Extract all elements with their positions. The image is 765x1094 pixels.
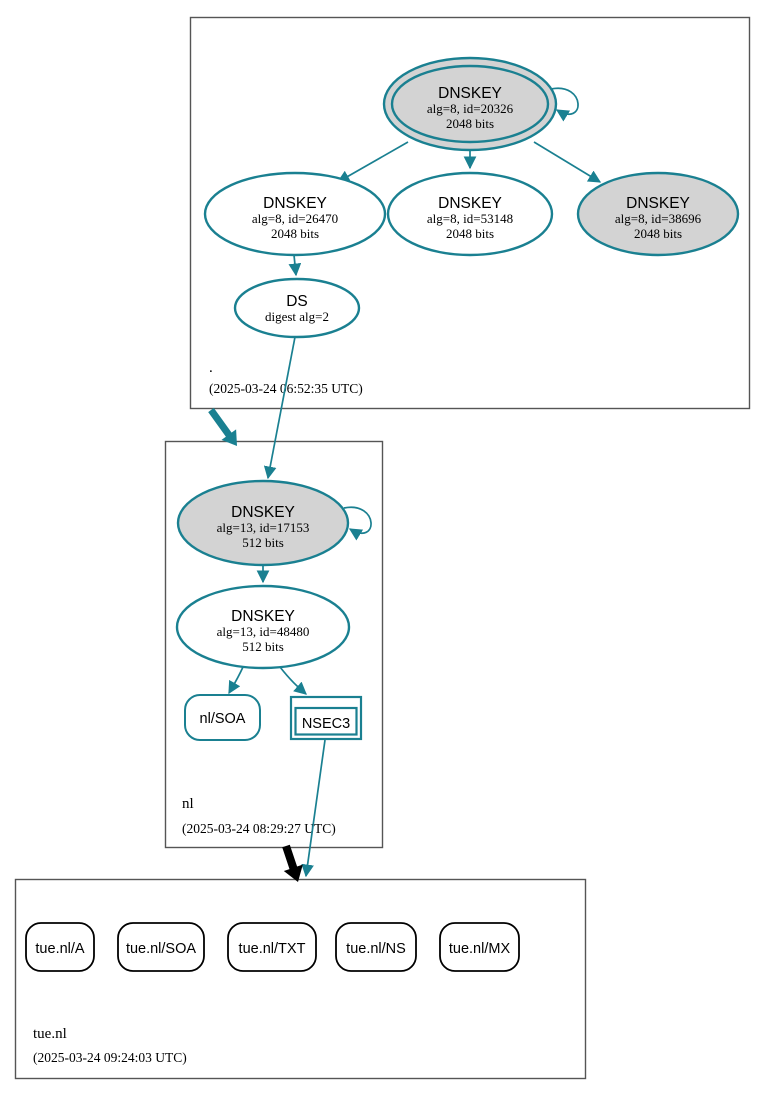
node-rrset-tue-nl-mx[interactable]: tue.nl/MX (439, 922, 520, 972)
svg-text:DNSKEY: DNSKEY (438, 85, 502, 102)
svg-text:2048 bits: 2048 bits (634, 226, 682, 241)
edge-nsec3-to-tue-zone (301, 739, 326, 878)
node-root-ksk-38696[interactable]: DNSKEY alg=8, id=38696 2048 bits (576, 171, 740, 257)
svg-text:DNSKEY: DNSKEY (626, 195, 690, 212)
zone-box-root (189, 16, 751, 410)
svg-text:DNSKEY: DNSKEY (438, 195, 502, 212)
svg-text:DS: DS (286, 293, 308, 310)
node-root-zsk-26470[interactable]: DNSKEY alg=8, id=26470 2048 bits (203, 171, 387, 257)
edge-nlzsk-to-nsec3 (279, 666, 307, 695)
svg-text:2048 bits: 2048 bits (446, 226, 494, 241)
node-rrset-tue-nl-txt[interactable]: tue.nl/TXT (227, 922, 317, 972)
node-rrset-tue-nl-soa[interactable]: tue.nl/SOA (117, 922, 205, 972)
svg-text:alg=8, id=53148: alg=8, id=53148 (427, 211, 513, 226)
zone-timestamp-tue-nl: (2025-03-24 09:24:03 UTC) (33, 1050, 187, 1065)
zone-timestamp-nl: (2025-03-24 08:29:27 UTC) (182, 821, 336, 836)
svg-text:DNSKEY: DNSKEY (231, 504, 295, 521)
svg-text:alg=8, id=26470: alg=8, id=26470 (252, 211, 338, 226)
svg-text:alg=8, id=38696: alg=8, id=38696 (615, 211, 702, 226)
edge-zsk26470-to-ds (288, 254, 302, 277)
edge-ds-to-nlksk (263, 336, 296, 480)
svg-text:alg=8, id=20326: alg=8, id=20326 (427, 101, 514, 116)
svg-text:alg=13, id=17153: alg=13, id=17153 (217, 520, 310, 535)
edge-rootksk-to-ksk38696 (533, 141, 602, 183)
node-rrset-tue-nl-ns[interactable]: tue.nl/NS (335, 922, 417, 972)
node-nl-soa[interactable]: nl/SOA (184, 694, 261, 741)
zone-name-root: . (209, 360, 213, 376)
svg-text:nl/SOA: nl/SOA (200, 711, 246, 727)
svg-text:tue.nl/NS: tue.nl/NS (346, 941, 406, 957)
self-loop-nl-ksk (343, 506, 372, 541)
zone-name-nl: nl (182, 796, 194, 812)
node-root-ds[interactable]: DS digest alg=2 (233, 277, 361, 339)
svg-text:2048 bits: 2048 bits (271, 226, 319, 241)
node-rrset-tue-nl-a[interactable]: tue.nl/A (25, 922, 95, 972)
edge-nlzsk-to-soa (228, 666, 244, 695)
zone-box-tue-nl (14, 878, 587, 1080)
svg-text:tue.nl/A: tue.nl/A (35, 941, 84, 957)
edge-rootksk-to-zsk26470 (336, 141, 409, 183)
delegation-arrow-root-to-nl (208, 407, 237, 446)
svg-text:tue.nl/TXT: tue.nl/TXT (239, 941, 306, 957)
svg-text:alg=13, id=48480: alg=13, id=48480 (217, 624, 310, 639)
svg-text:tue.nl/MX: tue.nl/MX (449, 941, 511, 957)
node-root-zsk-53148[interactable]: DNSKEY alg=8, id=53148 2048 bits (386, 171, 554, 257)
node-nl-ksk-17153[interactable]: DNSKEY alg=13, id=17153 512 bits (176, 479, 350, 567)
svg-text:DNSKEY: DNSKEY (263, 195, 327, 212)
svg-text:512 bits: 512 bits (242, 535, 284, 550)
delegation-arrow-nl-to-tue (282, 844, 303, 882)
svg-text:digest alg=2: digest alg=2 (265, 309, 329, 324)
node-nl-nsec3[interactable]: NSEC3 (289, 695, 363, 741)
zone-box-nl (164, 440, 384, 849)
node-nl-zsk-48480[interactable]: DNSKEY alg=13, id=48480 512 bits (175, 584, 351, 670)
node-root-ksk-20326[interactable]: DNSKEY alg=8, id=20326 2048 bits (382, 56, 558, 152)
svg-text:512 bits: 512 bits (242, 639, 284, 654)
zone-name-tue-nl: tue.nl (33, 1026, 67, 1042)
svg-text:NSEC3: NSEC3 (302, 716, 350, 732)
svg-text:2048 bits: 2048 bits (446, 116, 494, 131)
svg-text:DNSKEY: DNSKEY (231, 608, 295, 625)
self-loop-root-ksk (550, 87, 579, 122)
svg-text:tue.nl/SOA: tue.nl/SOA (126, 941, 196, 957)
